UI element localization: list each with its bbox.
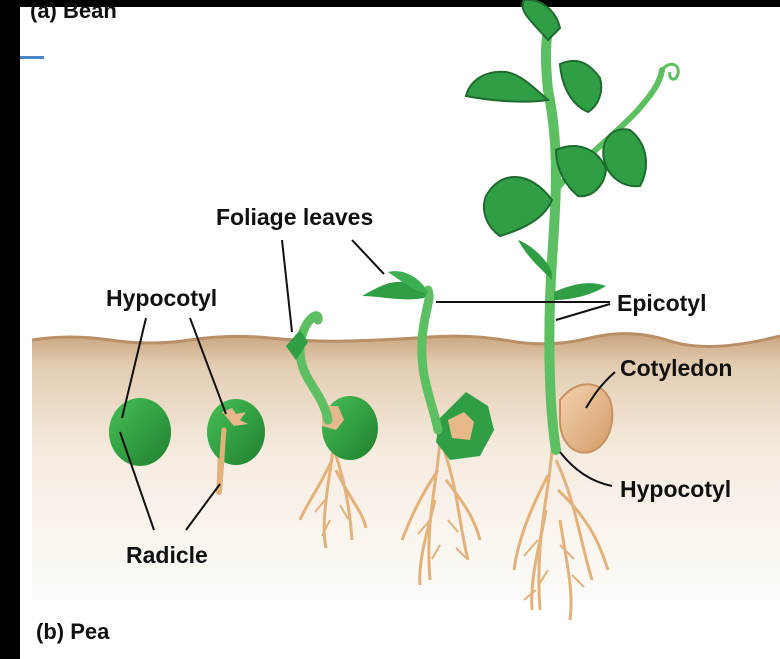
title-bottom: (b) Pea: [36, 621, 109, 643]
label-cotyledon: Cotyledon: [620, 357, 732, 380]
accent-line: [20, 56, 44, 59]
label-radicle: Radicle: [126, 544, 208, 567]
label-hypocotyl-right: Hypocotyl: [620, 478, 731, 501]
seed-stage-2: [207, 399, 265, 465]
frame-top: [0, 0, 780, 7]
label-hypocotyl-left: Hypocotyl: [106, 287, 217, 310]
frame-left: [0, 0, 20, 659]
seed-stage-1: [109, 398, 171, 466]
title-top: (a) Bean: [30, 0, 117, 22]
label-epicotyl: Epicotyl: [617, 292, 706, 315]
label-foliage-leaves: Foliage leaves: [216, 206, 373, 229]
